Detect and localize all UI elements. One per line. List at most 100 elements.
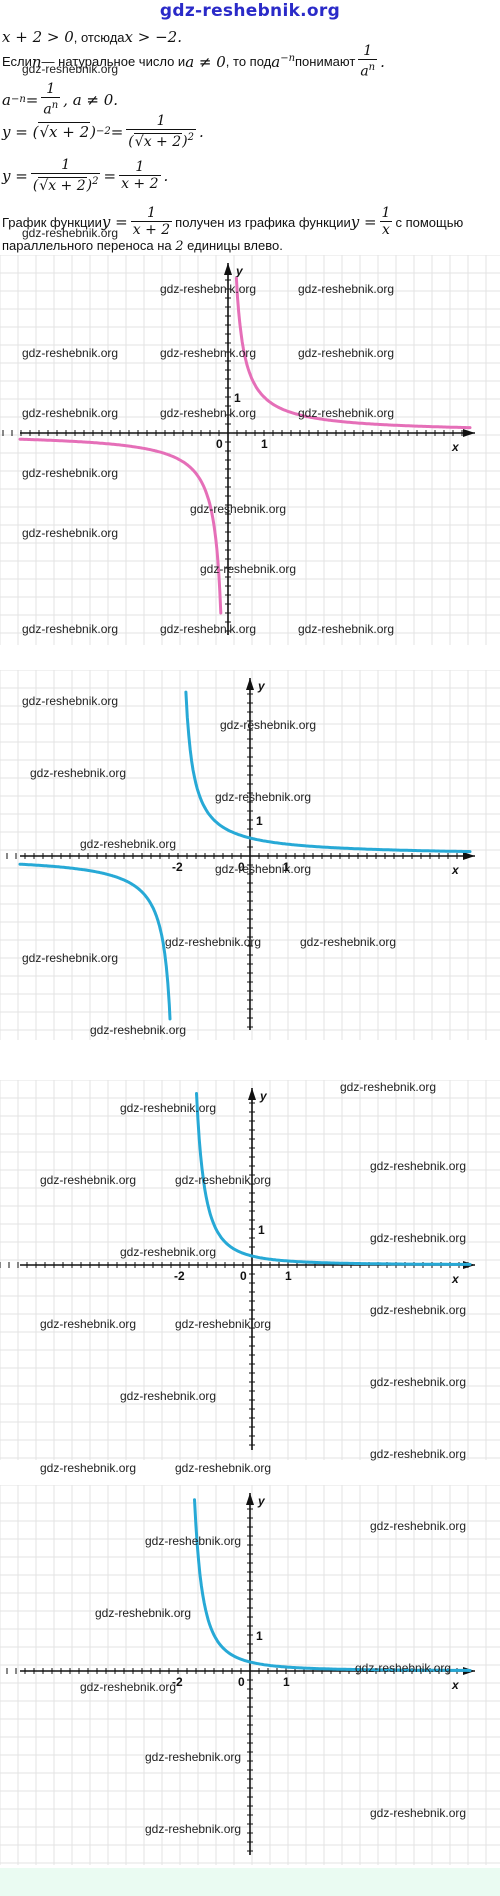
- minus2-label: -2: [172, 860, 183, 874]
- watermark-text: gdz-reshebnik.org: [22, 951, 119, 965]
- math-base: a: [271, 52, 281, 71]
- y-axis-label: y: [259, 1089, 268, 1103]
- watermark-text: gdz-reshebnik.org: [160, 282, 257, 296]
- watermark-text: gdz-reshebnik.org: [298, 406, 395, 420]
- text-fragment: с помощью: [395, 214, 464, 230]
- fraction-denominator: an: [41, 97, 61, 118]
- watermark-text: gdz-reshebnik.org: [370, 1806, 467, 1820]
- fraction-denominator: x + 2: [130, 221, 173, 238]
- watermark-text: gdz-reshebnik.org: [370, 1231, 467, 1245]
- math-fraction: 1 an: [41, 82, 61, 118]
- fraction-denominator: an: [358, 59, 378, 80]
- watermark-text: gdz-reshebnik.org: [22, 466, 119, 480]
- curve-branch-right: [195, 1092, 472, 1266]
- math-number: 2: [175, 239, 184, 254]
- origin-label: 0: [238, 1675, 245, 1689]
- minus2-label: -2: [174, 1269, 185, 1283]
- x-axis-label: x: [451, 1678, 460, 1692]
- unit-x-label: 1: [285, 1269, 292, 1283]
- origin-label: 0: [216, 437, 223, 451]
- text-fragment: получен из графика функции: [175, 214, 351, 230]
- watermark-text: gdz-reshebnik.org: [40, 1461, 137, 1475]
- unit-y-label: 1: [258, 1223, 265, 1237]
- watermark-text: gdz-reshebnik.org: [22, 694, 119, 708]
- y-axis-arrow: [246, 1493, 254, 1505]
- y-axis-label: y: [257, 1494, 266, 1508]
- math-exponent: −n: [280, 52, 296, 64]
- fraction-denominator: x: [380, 221, 392, 238]
- math-power: a−n: [271, 53, 295, 71]
- fraction-numerator: 1: [381, 205, 391, 221]
- unit-y-label: 1: [234, 391, 241, 405]
- watermark-text: gdz-reshebnik.org: [22, 62, 119, 76]
- radicand: x + 2: [48, 177, 86, 194]
- y-axis-arrow: [224, 263, 232, 275]
- watermark-text: gdz-reshebnik.org: [215, 790, 312, 804]
- math-condition: a ≠ 0: [185, 52, 226, 71]
- watermark-text: gdz-reshebnik.org: [80, 1680, 177, 1694]
- text-fragment: понимают: [295, 54, 356, 70]
- origin-label: 0: [238, 860, 245, 874]
- fraction-numerator: 1: [363, 43, 373, 59]
- math-equals: =: [110, 122, 124, 141]
- watermark-text: gdz-reshebnik.org: [175, 1461, 272, 1475]
- math-exponent: −n: [10, 94, 26, 106]
- watermark-text: gdz-reshebnik.org: [120, 1101, 217, 1115]
- math-fraction-2: 1 x: [380, 206, 393, 238]
- fraction-denominator: (√x + 2)2: [30, 173, 101, 194]
- watermark-text: gdz-reshebnik.org: [80, 837, 177, 851]
- watermark-text: gdz-reshebnik.org: [120, 1245, 217, 1259]
- x-axis-arrow: [463, 852, 475, 860]
- watermark-text: gdz-reshebnik.org: [370, 1519, 467, 1533]
- curve-branch-right: [234, 276, 472, 430]
- math-fraction: 1 x + 2: [130, 206, 173, 238]
- site-header[interactable]: gdz-reshebnik.org: [159, 1, 341, 21]
- watermark-text: gdz-reshebnik.org: [90, 1023, 187, 1037]
- text-fragment: , то под: [225, 54, 272, 70]
- watermark-text: gdz-reshebnik.org: [160, 346, 257, 360]
- math-lhs: y =: [350, 213, 377, 231]
- text-fragment: Если: [2, 54, 32, 70]
- watermark-text: gdz-reshebnik.org: [175, 1317, 272, 1331]
- den-base: a: [43, 101, 52, 118]
- text-fragment: параллельного переноса на: [2, 238, 176, 253]
- text-fragment: единицы влево.: [183, 238, 283, 253]
- watermark-text: gdz-reshebnik.org: [160, 406, 257, 420]
- equation-1: a−n = 1 an , a ≠ 0.: [2, 82, 118, 118]
- watermark-text: gdz-reshebnik.org: [145, 1750, 242, 1764]
- watermark-text: gdz-reshebnik.org: [190, 502, 287, 516]
- watermark-text: gdz-reshebnik.org: [165, 935, 262, 949]
- text-fragment: График функции: [2, 214, 102, 230]
- fraction-denominator: x + 2: [119, 174, 161, 192]
- equation-2: y = ( √x + 2 )−2 = 1 (√x + 2)2 .: [2, 114, 204, 150]
- watermark-text: gdz-reshebnik.org: [200, 562, 297, 576]
- watermark-text: gdz-reshebnik.org: [145, 1822, 242, 1836]
- x-axis-label: x: [451, 863, 460, 877]
- y-axis-arrow: [248, 1088, 256, 1100]
- watermark-text: gdz-reshebnik.org: [355, 1661, 452, 1675]
- y-axis-label: y: [235, 264, 244, 278]
- unit-y-label: 1: [256, 814, 263, 828]
- watermark-text: gdz-reshebnik.org: [22, 346, 119, 360]
- text-fragment: — натуральное число и: [41, 54, 186, 70]
- curve-branch-left: [18, 862, 172, 1021]
- watermark-text: gdz-reshebnik.org: [30, 766, 127, 780]
- math-equals: =: [103, 166, 117, 185]
- text-fragment: .: [198, 122, 204, 141]
- math-fraction: 1 (√x + 2)2: [30, 158, 101, 194]
- watermark-text: gdz-reshebnik.org: [300, 935, 397, 949]
- watermark-text: gdz-reshebnik.org: [145, 1534, 242, 1548]
- math-exponent: −2: [95, 126, 111, 138]
- math-inequality: x + 2 > 0: [2, 28, 74, 46]
- den-exponent: 2: [92, 176, 99, 187]
- watermark-text: gdz-reshebnik.org: [370, 1447, 467, 1461]
- watermark-text: gdz-reshebnik.org: [120, 1389, 217, 1403]
- watermark-text: gdz-reshebnik.org: [160, 622, 257, 636]
- watermark-text: gdz-reshebnik.org: [370, 1159, 467, 1173]
- watermark-text: gdz-reshebnik.org: [340, 1080, 437, 1094]
- y-axis-label: y: [257, 679, 266, 693]
- fraction-numerator: 1: [135, 158, 145, 175]
- paren: ): [90, 122, 96, 141]
